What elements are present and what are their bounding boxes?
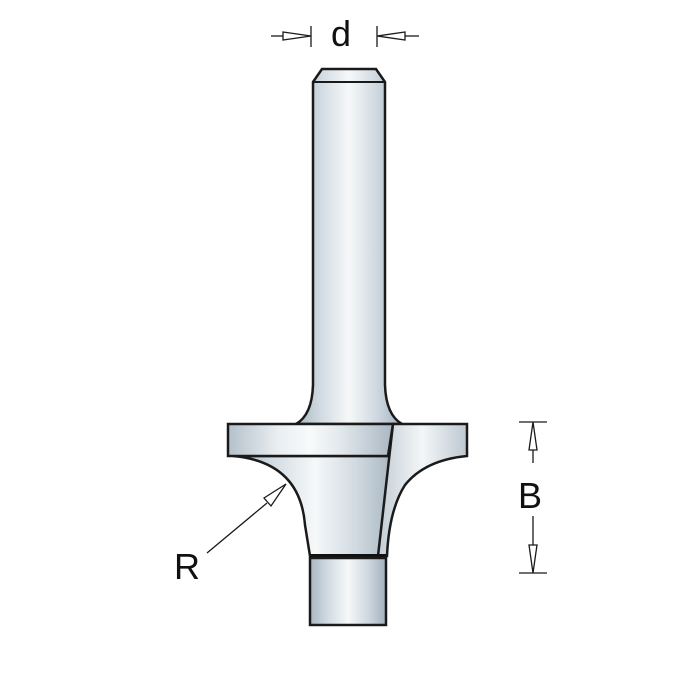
shank: [291, 67, 407, 426]
arrow-diagonal-icon: [263, 483, 287, 508]
label-b: B: [518, 475, 543, 516]
label-r: R: [174, 546, 200, 587]
label-d: d: [331, 13, 352, 54]
dimension-d: [271, 26, 419, 47]
arrow-up-icon: [528, 421, 538, 451]
arrow-right-icon: [282, 31, 312, 41]
cutter-wing: [376, 422, 469, 558]
bearing: [308, 556, 388, 627]
arrow-down-icon: [528, 544, 538, 574]
flange: [226, 422, 395, 458]
dimension-r: [206, 483, 287, 554]
cutter-body: [232, 454, 399, 558]
arrow-left-icon: [376, 31, 406, 41]
dimension-b: [519, 421, 547, 574]
